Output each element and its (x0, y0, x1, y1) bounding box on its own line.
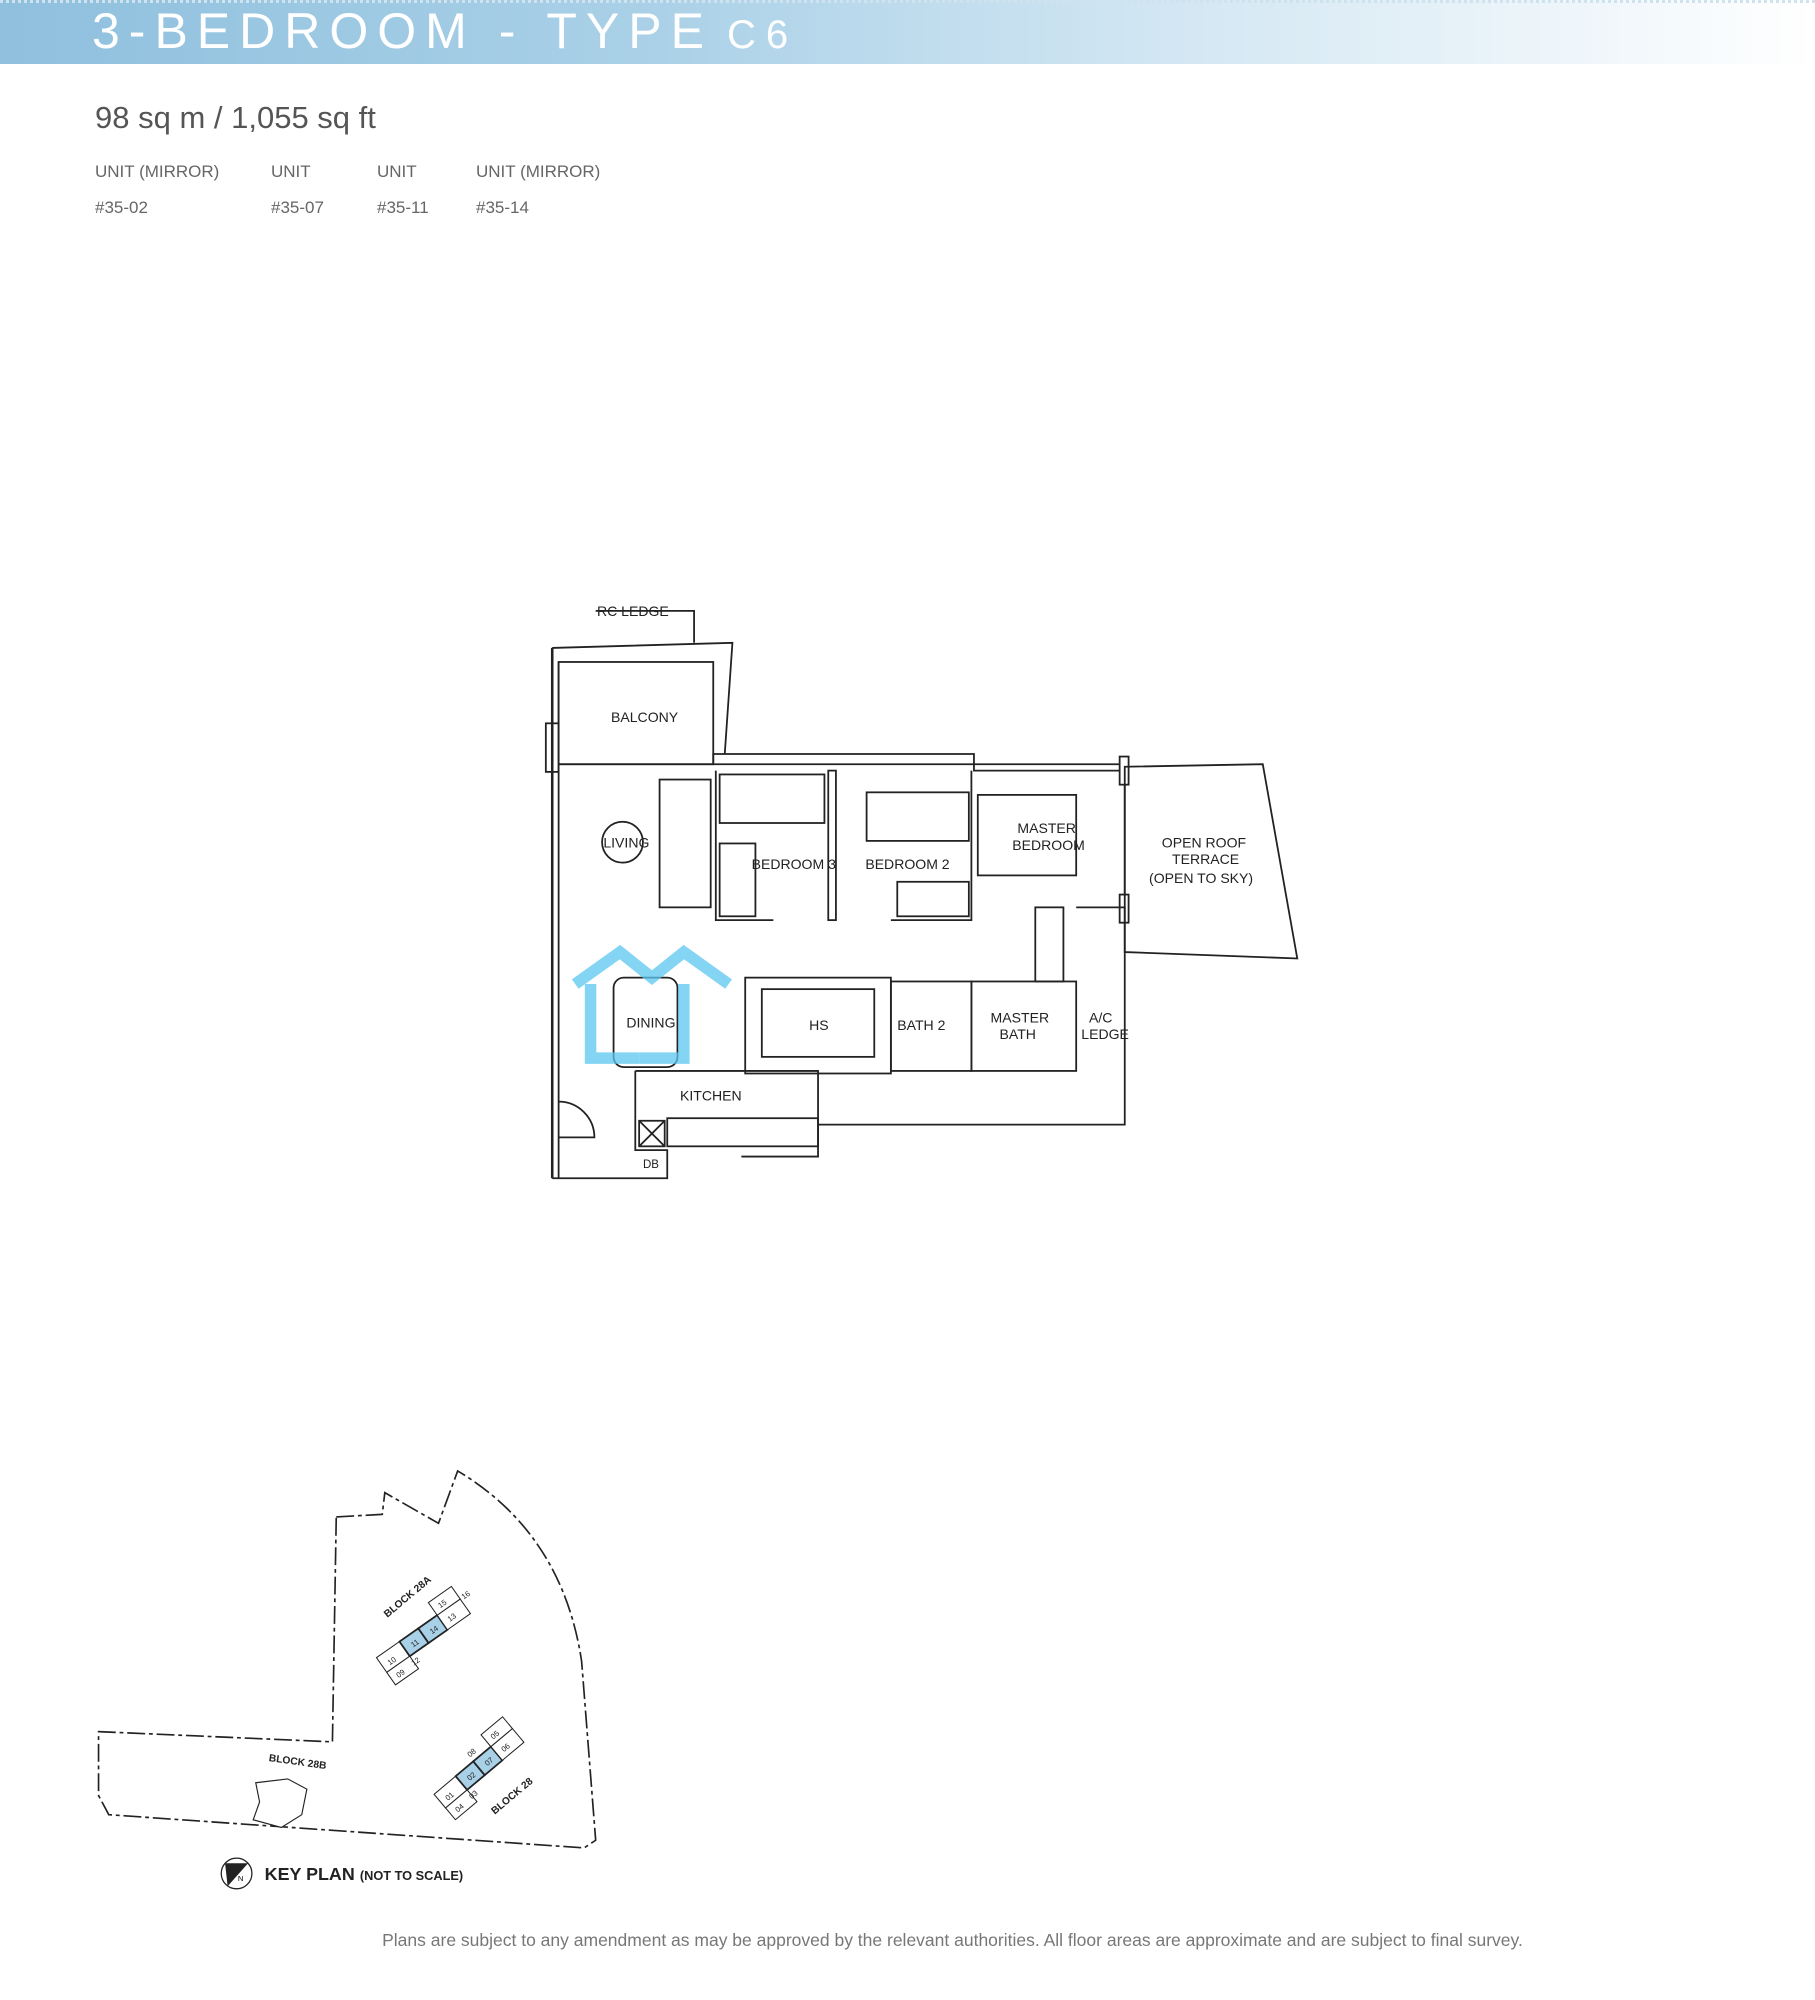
rc-ledge-outline (552, 641, 734, 755)
unit-label: UNIT (271, 162, 311, 181)
kitchen-counter (666, 1117, 819, 1148)
label-balcony: BALCONY (611, 709, 679, 725)
block-28a-label: BLOCK 28A (382, 1574, 434, 1620)
living-marker (601, 820, 644, 864)
bed (718, 773, 826, 824)
key-plan-subtitle: (NOT TO SCALE) (360, 1868, 463, 1883)
bed (865, 791, 970, 842)
label-rc-ledge: RC LEDGE (597, 603, 669, 619)
floor-plan (544, 609, 1299, 1180)
page-title: 3-BEDROOM - TYPE C6 (92, 2, 798, 60)
unit-label: UNIT (377, 162, 417, 181)
label-hs: HS (809, 1017, 829, 1033)
unit-number: 11 (409, 1637, 421, 1649)
key-plan-title: KEY PLAN (NOT TO SCALE) (265, 1864, 463, 1884)
label-dining: DINING (626, 1014, 675, 1030)
unit-number: #35-07 (271, 198, 324, 217)
label-bedroom-2: BEDROOM 2 (865, 856, 949, 872)
label-bedroom-3: BEDROOM 3 (752, 856, 836, 872)
north-label: N (238, 1874, 244, 1883)
unit-column: UNIT (MIRROR) #35-14 (476, 162, 600, 218)
wardrobe (1034, 906, 1065, 983)
label-ac-ledge: LEDGE (1081, 1026, 1129, 1042)
wardrobe (718, 842, 757, 918)
bed (976, 793, 1078, 877)
unit-number: 09 (395, 1667, 407, 1679)
rc-ledge-leader (595, 609, 695, 643)
block-28b-label: BLOCK 28B (268, 1753, 327, 1772)
label-kitchen: KITCHEN (680, 1087, 742, 1103)
label-living: LIVING (603, 834, 649, 850)
label-terrace: OPEN ROOF (1162, 834, 1247, 850)
unit-number: 15 (436, 1598, 448, 1610)
entrance-door (558, 1100, 596, 1139)
wardrobe (896, 880, 970, 918)
label-master-bedroom: MASTER (1017, 820, 1076, 836)
label-ac-ledge: A/C (1089, 1009, 1112, 1025)
label-master-bath: BATH (1000, 1026, 1036, 1042)
header-bar: 3-BEDROOM - TYPE C6 (0, 0, 1815, 64)
watermark-logo (571, 944, 732, 1064)
block-28-label: BLOCK 28 (490, 1776, 536, 1817)
label-bath-2: BATH 2 (897, 1017, 945, 1033)
north-arrow-icon: N (220, 1857, 253, 1890)
type-code: C6 (726, 13, 799, 57)
block-28a: 10 09 11 14 13 15 12 16 (375, 1585, 472, 1686)
room-labels: RC LEDGE BALCONY LIVING BEDROOM 3 BEDROO… (597, 603, 1253, 1171)
sofa (658, 778, 712, 909)
unit-number: #35-11 (377, 198, 429, 217)
terrace-outline (1123, 763, 1299, 960)
key-plan-title-text: KEY PLAN (265, 1864, 355, 1884)
key-plan: 10 09 11 14 13 15 12 16 BLOCK 28A 01 04 … (97, 1469, 597, 1890)
label-master-bedroom: BEDROOM (1012, 837, 1085, 853)
label-db: DB (643, 1159, 659, 1171)
label-terrace: (OPEN TO SKY) (1149, 870, 1253, 886)
unit-column: UNIT #35-11 (377, 162, 429, 218)
unit-column: UNIT (MIRROR) #35-02 (95, 162, 219, 218)
block-28b-outline (252, 1778, 308, 1829)
unit-number: 10 (386, 1655, 398, 1667)
unit-number: #35-14 (476, 198, 529, 217)
unit-column: UNIT #35-07 (271, 162, 324, 218)
unit-label: UNIT (MIRROR) (476, 162, 601, 181)
unit-area: 98 sq m / 1,055 sq ft (95, 100, 376, 135)
unit-number: 13 (446, 1611, 458, 1623)
unit-label: UNIT (MIRROR) (95, 162, 220, 181)
title-text: 3-BEDROOM - TYPE (92, 3, 713, 59)
block-28: 01 04 02 07 06 05 03 08 (433, 1716, 525, 1821)
site-boundary (97, 1469, 597, 1849)
disclaimer: Plans are subject to any amendment as ma… (382, 1930, 1523, 1950)
unit-number: 08 (465, 1747, 477, 1759)
unit-number: 16 (460, 1589, 472, 1601)
unit-number: #35-02 (95, 198, 148, 217)
label-master-bath: MASTER (991, 1009, 1050, 1025)
unit-number: 12 (409, 1655, 421, 1667)
label-terrace: TERRACE (1172, 851, 1239, 867)
